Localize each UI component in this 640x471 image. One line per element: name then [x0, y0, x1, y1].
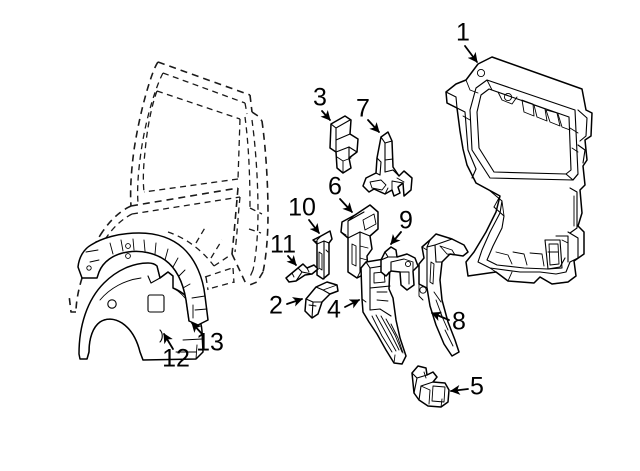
callout-2-number: 2: [269, 292, 283, 320]
callout-5-leader: [450, 385, 469, 395]
part-13-rear-wheelhouse-outer-panel[interactable]: [77, 232, 209, 326]
callout-3-leader: [320, 110, 331, 121]
callout-3-number: 3: [313, 84, 327, 112]
callout-6-leader: [339, 198, 353, 213]
callout-7-number: 7: [356, 95, 370, 123]
callout-9[interactable]: 9: [390, 207, 413, 245]
part-5-lower-corner-bracket[interactable]: [411, 365, 450, 408]
callout-7-leader: [367, 119, 380, 133]
callout-6[interactable]: 6: [328, 173, 353, 213]
part-2-reinforcement-bracket-small[interactable]: [304, 281, 339, 319]
callout-12-number: 12: [162, 345, 190, 373]
callout-13-leader: [191, 322, 204, 336]
callout-10-leader: [308, 219, 320, 234]
part-1-uniside-inner-quarter-panel[interactable]: [445, 56, 593, 285]
callout-4-number: 4: [327, 296, 341, 324]
callout-1-number: 1: [456, 19, 470, 47]
callout-2[interactable]: 2: [269, 292, 303, 320]
callout-11-leader: [286, 255, 297, 266]
callout-12-leader: [163, 333, 174, 350]
callout-4-leader: [344, 299, 360, 309]
callout-2-leader: [286, 297, 303, 307]
callout-10-number: 10: [288, 194, 316, 222]
callout-9-leader: [390, 231, 402, 245]
callout-9-number: 9: [399, 207, 413, 235]
part-10-narrow-stiffener[interactable]: [312, 230, 333, 280]
callout-4[interactable]: 4: [327, 296, 360, 324]
part-3-upper-pillar-bracket[interactable]: [329, 115, 359, 174]
callout-8-leader: [431, 311, 450, 321]
callout-11-number: 11: [270, 231, 296, 259]
callout-13[interactable]: 13: [191, 322, 224, 357]
callout-12[interactable]: 12: [162, 333, 190, 373]
callout-5[interactable]: 5: [450, 373, 484, 401]
callout-11[interactable]: 11: [270, 231, 297, 266]
callout-3[interactable]: 3: [313, 84, 331, 121]
callout-7[interactable]: 7: [356, 95, 380, 133]
callout-6-number: 6: [328, 173, 342, 201]
part-9-side-mounting-bracket[interactable]: [380, 246, 419, 291]
part-8-rear-body-pillar-rail[interactable]: [418, 233, 469, 357]
callout-5-number: 5: [470, 373, 484, 401]
callout-8-number: 8: [452, 308, 466, 336]
part-11-clip-retainer-bracket[interactable]: [285, 263, 319, 283]
callout-1-leader: [464, 45, 478, 63]
callout-8[interactable]: 8: [431, 308, 466, 336]
callout-13-number: 13: [196, 329, 224, 357]
part-7-rear-pillar-gusset[interactable]: [362, 131, 413, 197]
callout-10[interactable]: 10: [288, 194, 320, 234]
callout-1[interactable]: 1: [456, 19, 478, 63]
part-4-center-pillar-reinforcement[interactable]: [360, 258, 407, 365]
